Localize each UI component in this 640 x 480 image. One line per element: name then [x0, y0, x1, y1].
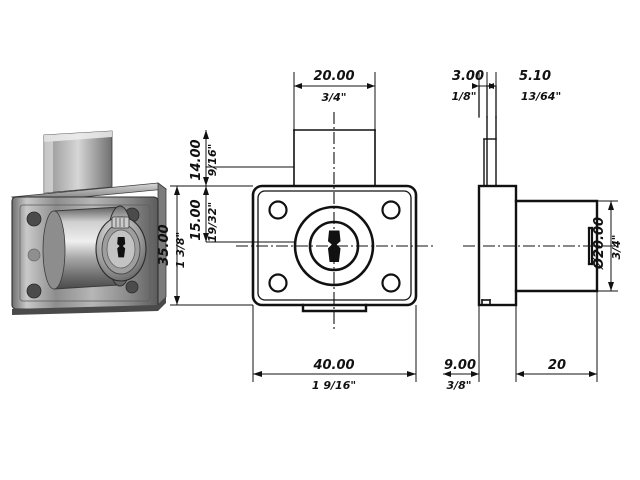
dim-top-width-value: 20.00 [313, 69, 354, 84]
dim-top-width-fraction: 3/4" [321, 91, 346, 104]
dim-barrel-length-value: 20 [548, 358, 566, 373]
photo-bottom-shadow [12, 297, 166, 315]
dim-plate-height-fraction: 1 3/8" [174, 232, 187, 269]
centre-lines [236, 112, 616, 332]
dim-tang-thickness-value: 3.00 [452, 69, 484, 84]
front-view-screw-holes [268, 200, 401, 293]
dim-plate-width-value: 40.00 [312, 358, 354, 373]
dim-tang-offset-value: 15.00 [189, 199, 204, 240]
dim-barrel-diameter-fraction: 3/4" [610, 234, 623, 259]
dim-barrel-diameter-value: Ø20.00 [592, 217, 607, 270]
dim-tang-height-fraction: 9/16" [206, 144, 219, 177]
photo-latch-tang [43, 130, 113, 194]
dim-tang-offset-fraction: 19/32" [206, 202, 219, 242]
front-view-latch-tang [293, 129, 376, 187]
side-view-outline [477, 85, 599, 307]
photo-key-plug [95, 216, 147, 282]
dim-tang-height-value: 14.00 [189, 139, 204, 180]
dim-plate-height-value: 35.00 [157, 224, 172, 265]
drawer-lock-photograph [10, 130, 168, 315]
dim-body-depth-fraction: 3/8" [446, 379, 471, 392]
dim-tang-thickness-fraction: 1/8" [451, 90, 476, 103]
dim-tang-width-fraction: 13/64" [521, 90, 561, 103]
dimension-lines [170, 72, 618, 382]
dim-plate-width-fraction: 1 9/16" [312, 379, 356, 392]
dim-tang-width-value: 5.10 [519, 69, 551, 84]
dimension-arrows [174, 83, 614, 377]
dim-body-depth-value: 9.00 [444, 358, 476, 373]
